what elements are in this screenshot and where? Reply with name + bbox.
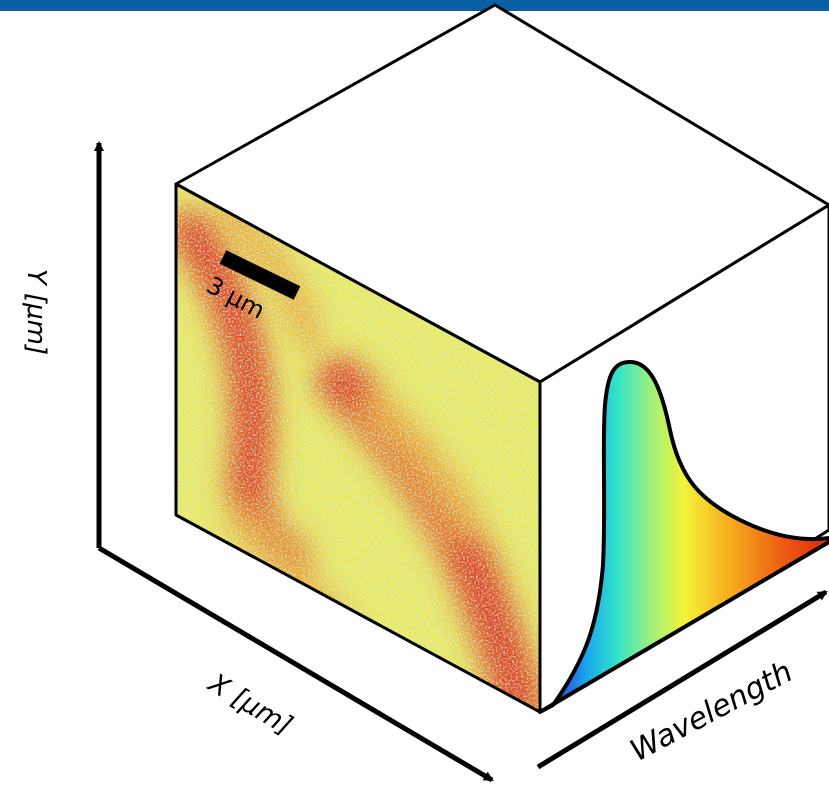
header-bar [0, 0, 829, 11]
x-axis-label: X [μm] [201, 667, 297, 742]
x-axis-arrow [97, 545, 494, 783]
wavelength-axis-arrow [536, 589, 828, 770]
y-axis-label: Y [μm] [21, 269, 51, 355]
wavelength-axis-label: Wavelength [625, 654, 799, 769]
scale-bar [219, 250, 301, 300]
cube-front-face-outline [174, 182, 542, 714]
spectrum-curve [538, 360, 829, 714]
